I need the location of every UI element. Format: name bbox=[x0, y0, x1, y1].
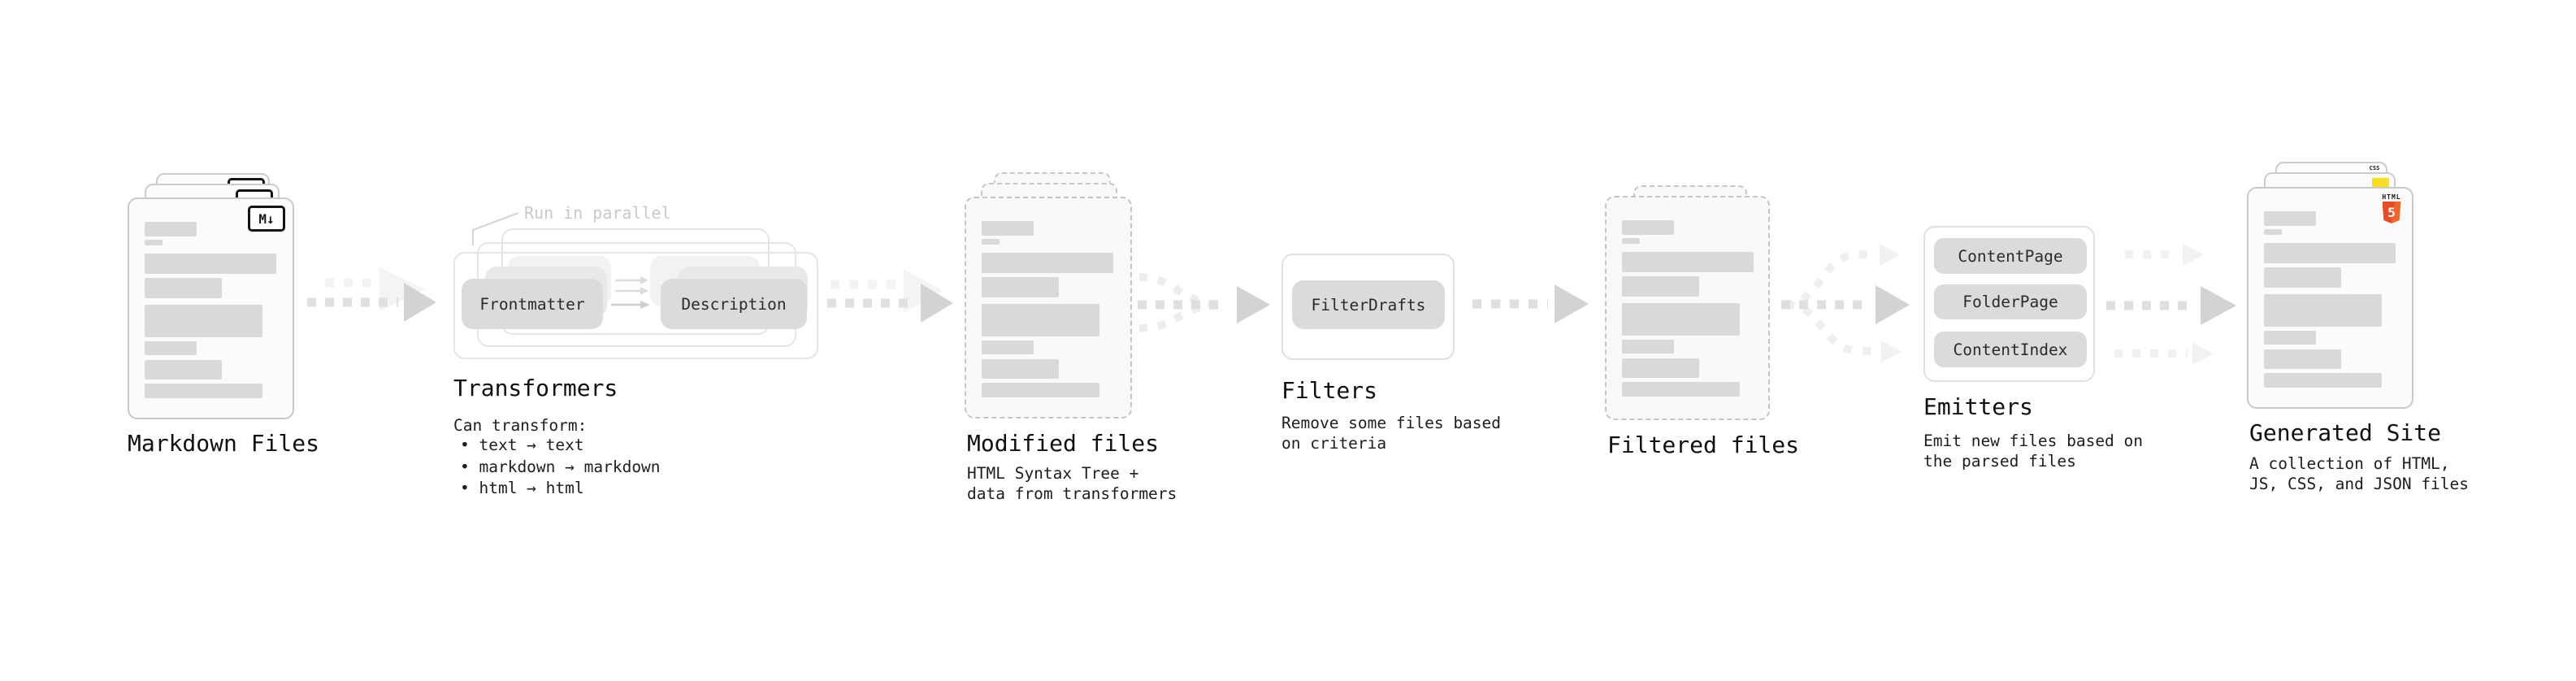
bullet-item: • html → html bbox=[460, 479, 584, 497]
transformers-bullet-list: • text → text • markdown → markdown • ht… bbox=[460, 435, 661, 500]
text-placeholder-bar bbox=[982, 221, 1034, 236]
text-placeholder-bar bbox=[2264, 294, 2382, 327]
text-placeholder-bar bbox=[145, 254, 276, 274]
text-placeholder-bar bbox=[1622, 340, 1674, 354]
markdown-icon: M↓ bbox=[248, 206, 285, 232]
text-placeholder-bar bbox=[2264, 331, 2316, 345]
text-placeholder-bar bbox=[1622, 382, 1740, 397]
stage-title-generated-site: Generated Site bbox=[2249, 419, 2442, 446]
text-placeholder-bar bbox=[145, 384, 262, 398]
text-placeholder-bar bbox=[2264, 267, 2341, 288]
stage-title-markdown-files: Markdown Files bbox=[128, 430, 320, 457]
filterdrafts-pill: FilterDrafts bbox=[1292, 280, 1445, 329]
subtitle-line: the parsed files bbox=[1923, 452, 2076, 471]
subtitle-line: HTML Syntax Tree + bbox=[967, 464, 1139, 483]
dashed-arrow-emitters-to-generated-middle bbox=[2106, 286, 2236, 325]
folderpage-pill: FolderPage bbox=[1934, 284, 2087, 319]
stage-title-emitters: Emitters bbox=[1923, 393, 2033, 420]
text-placeholder-bar bbox=[145, 341, 197, 355]
text-placeholder-bar bbox=[145, 222, 197, 236]
transformer-box-front bbox=[453, 252, 818, 359]
contentpage-pill: ContentPage bbox=[1934, 238, 2087, 274]
stage-title-transformers: Transformers bbox=[453, 375, 618, 401]
frontmatter-pill: Frontmatter bbox=[462, 279, 603, 329]
dashed-arrow-filters-to-filtered bbox=[1472, 284, 1589, 323]
document-content-bars bbox=[145, 222, 276, 398]
text-placeholder-bar bbox=[145, 278, 222, 298]
text-placeholder-bar bbox=[982, 340, 1034, 354]
stage-title-filtered-files: Filtered files bbox=[1607, 432, 1800, 458]
modified-file-document bbox=[965, 197, 1132, 419]
contentindex-pill: ContentIndex bbox=[1934, 332, 2087, 367]
html5-icon: HTML 5 bbox=[2382, 194, 2401, 223]
text-placeholder-bar bbox=[2264, 373, 2382, 388]
description-pill: Description bbox=[661, 279, 807, 329]
text-placeholder-bar bbox=[2264, 211, 2316, 226]
text-placeholder-bar bbox=[1622, 358, 1699, 378]
document-content-bars bbox=[1622, 220, 1754, 397]
dashed-arrow-emitters-to-generated-bottom bbox=[2114, 343, 2214, 365]
text-placeholder-bar bbox=[1622, 276, 1699, 297]
dashed-arrow-markdown-to-transformers-ghost bbox=[325, 267, 425, 311]
filters-subtitle: Remove some files based on criteria bbox=[1281, 413, 1501, 453]
run-in-parallel-label: Run in parallel bbox=[524, 203, 671, 223]
text-placeholder-bar bbox=[982, 277, 1059, 297]
text-placeholder-bar bbox=[2264, 243, 2396, 263]
dashed-arrow-markdown-to-transformers bbox=[307, 283, 436, 322]
text-placeholder-bar bbox=[1622, 303, 1740, 336]
transformers-note-heading: Can transform: bbox=[453, 416, 588, 435]
text-placeholder-bar bbox=[145, 240, 163, 245]
text-placeholder-bar bbox=[145, 305, 262, 337]
dashed-arrow-emitters-to-generated-top bbox=[2125, 244, 2204, 266]
bullet-item: • markdown → markdown bbox=[460, 457, 661, 476]
dashed-arrow-transformers-to-modified-ghost bbox=[830, 269, 943, 313]
generated-site-subtitle: A collection of HTML, JS, CSS, and JSON … bbox=[2249, 453, 2469, 494]
text-placeholder-bar bbox=[1622, 238, 1640, 244]
text-placeholder-bar bbox=[982, 359, 1059, 379]
document-content-bars bbox=[2264, 211, 2396, 388]
text-placeholder-bar bbox=[2264, 229, 2282, 235]
text-placeholder-bar bbox=[982, 253, 1113, 273]
diverge-arrow-filtered-to-emitters bbox=[1781, 244, 1910, 362]
text-placeholder-bar bbox=[982, 383, 1099, 397]
subtitle-line: on criteria bbox=[1281, 434, 1387, 453]
subtitle-line: Emit new files based on bbox=[1923, 432, 2144, 450]
text-placeholder-bar bbox=[982, 304, 1099, 336]
emitters-subtitle: Emit new files based on the parsed files bbox=[1923, 431, 2143, 471]
subtitle-line: JS, CSS, and JSON files bbox=[2249, 475, 2470, 493]
subtitle-line: Remove some files based bbox=[1281, 414, 1502, 432]
bullet-item: • text → text bbox=[460, 436, 584, 454]
document-content-bars bbox=[982, 221, 1113, 397]
stage-title-modified-files: Modified files bbox=[967, 430, 1160, 457]
text-placeholder-bar bbox=[145, 360, 222, 380]
text-placeholder-bar bbox=[1622, 220, 1674, 235]
text-placeholder-bar bbox=[1622, 252, 1754, 272]
modified-files-subtitle: HTML Syntax Tree + data from transformer… bbox=[967, 463, 1177, 504]
converge-arrow-modified-to-filters bbox=[1138, 273, 1270, 332]
text-placeholder-bar bbox=[982, 239, 1000, 245]
js-icon bbox=[2372, 178, 2389, 187]
subtitle-line: data from transformers bbox=[967, 484, 1177, 503]
stage-title-filters: Filters bbox=[1281, 377, 1378, 404]
html-file-document: HTML 5 bbox=[2247, 187, 2413, 409]
text-placeholder-bar bbox=[2264, 349, 2341, 369]
dashed-arrow-transformers-to-modified bbox=[827, 284, 953, 323]
filtered-file-document bbox=[1605, 196, 1770, 420]
markdown-file-document: M↓ bbox=[128, 197, 294, 419]
subtitle-line: A collection of HTML, bbox=[2249, 454, 2450, 473]
